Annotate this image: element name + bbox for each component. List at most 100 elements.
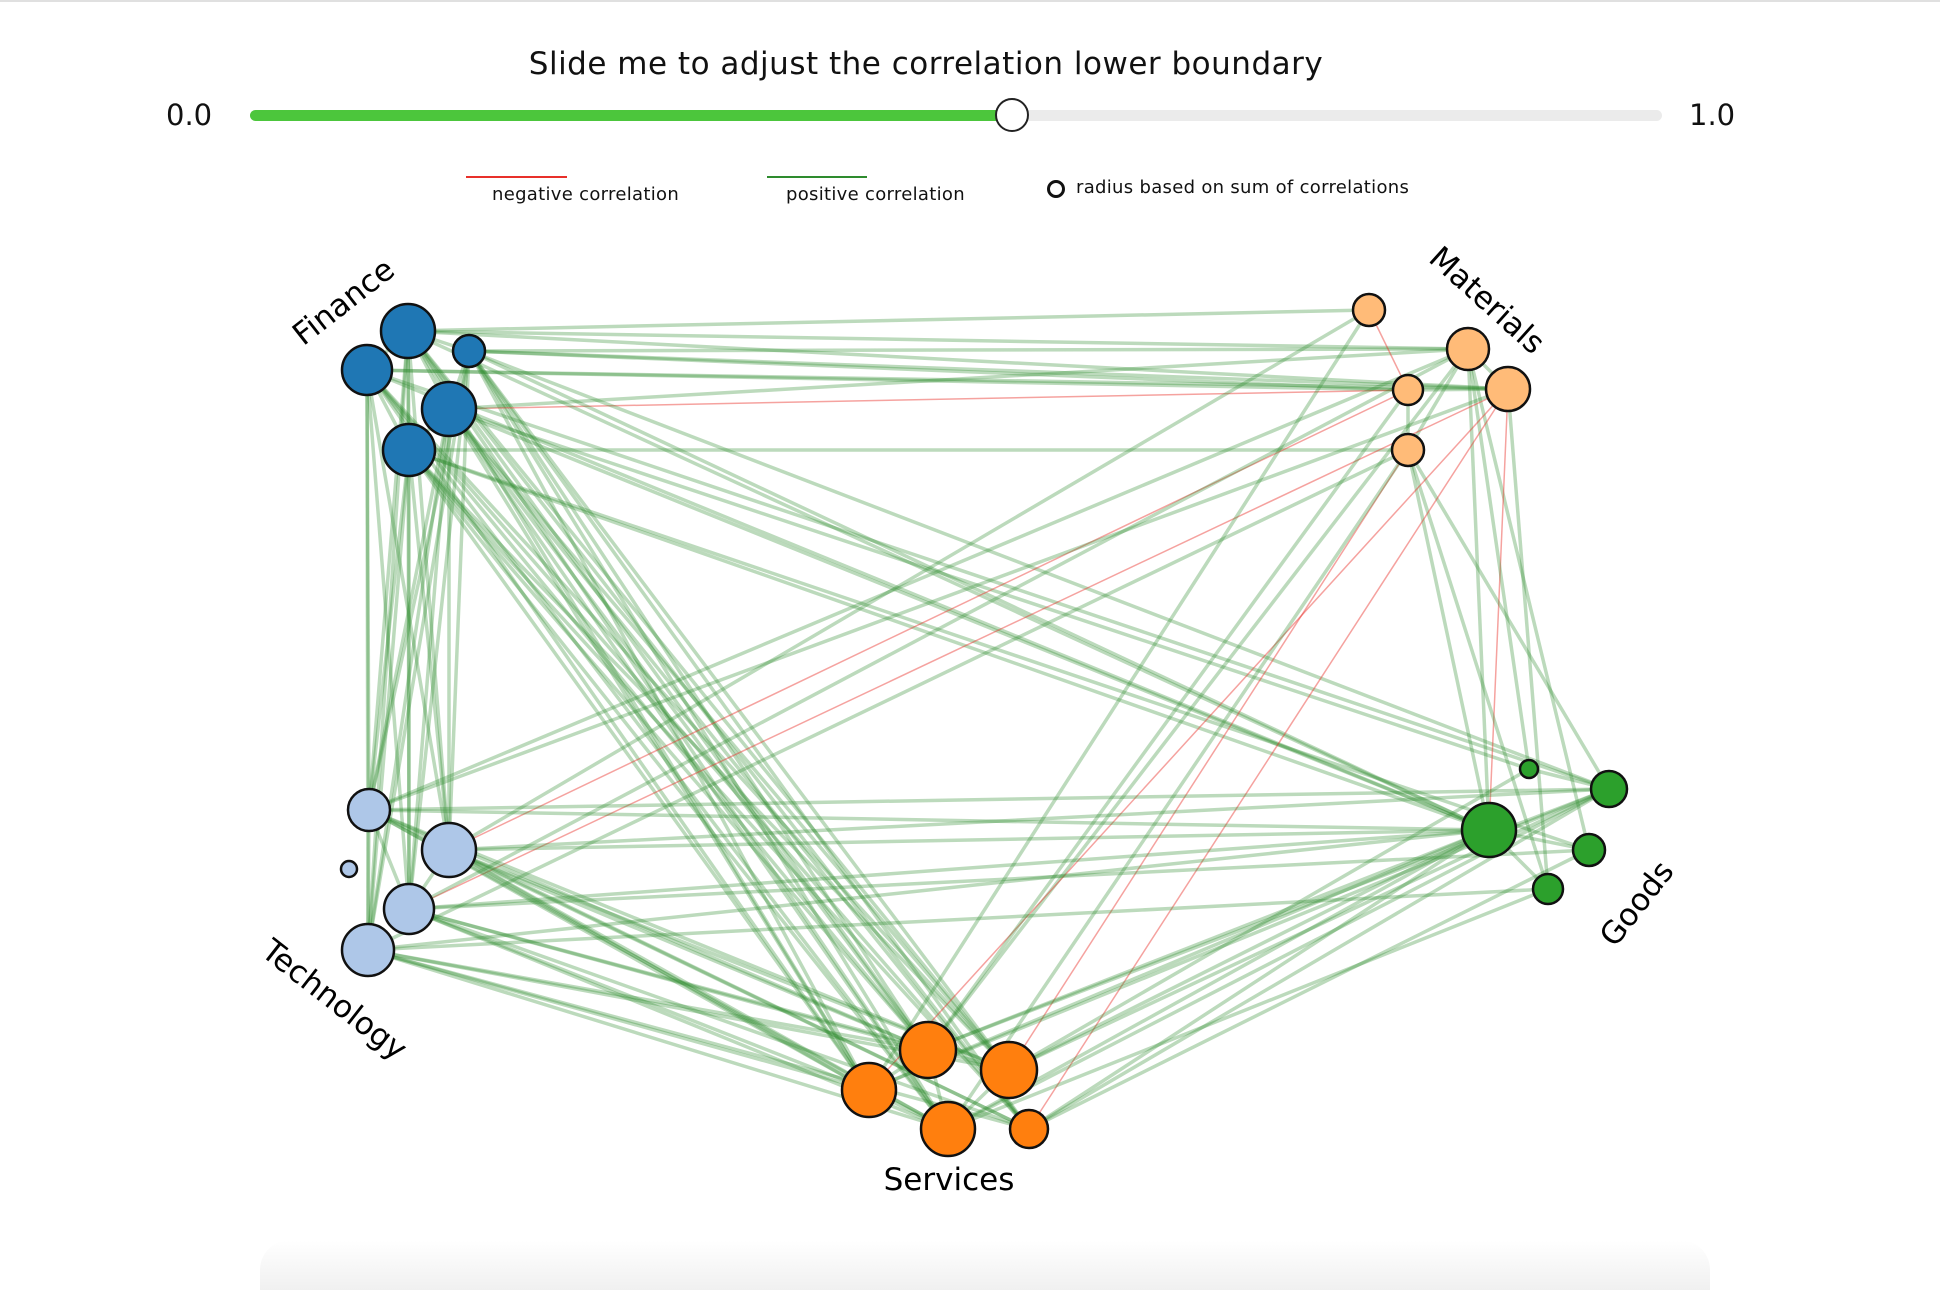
node-technology[interactable]: [382, 882, 436, 936]
node-goods[interactable]: [1460, 801, 1518, 859]
positive-edge: [365, 368, 871, 1092]
positive-edge: [368, 347, 1469, 812]
node-goods[interactable]: [1518, 758, 1540, 780]
legend-radius-circle-icon: [1047, 180, 1065, 198]
legend-negative-line: [466, 176, 567, 178]
positive-edge: [447, 407, 1011, 1072]
positive-edge: [406, 329, 1011, 1072]
node-finance[interactable]: [381, 422, 437, 478]
positive-edge: [366, 368, 1409, 392]
node-goods[interactable]: [1571, 832, 1607, 868]
positive-edge: [927, 828, 1490, 1052]
positive-edge: [406, 329, 1031, 1131]
positive-edge: [367, 948, 870, 1092]
node-materials[interactable]: [1391, 373, 1425, 407]
positive-edge: [1466, 348, 1491, 831]
slider-thumb[interactable]: [995, 98, 1029, 132]
edge-layer: [365, 308, 1611, 1131]
positive-edge: [1008, 767, 1530, 1072]
node-materials[interactable]: [1351, 292, 1387, 328]
negative-edge: [1008, 449, 1409, 1071]
slider-title: Slide me to adjust the correlation lower…: [528, 46, 1324, 82]
node-technology[interactable]: [420, 821, 478, 879]
node-technology[interactable]: [340, 922, 396, 978]
positive-edge: [868, 828, 1490, 1092]
positive-edge: [947, 828, 1490, 1131]
positive-edge: [1028, 787, 1610, 1131]
positive-edge: [467, 349, 1011, 1072]
positive-edge: [366, 368, 1509, 391]
positive-edge: [1506, 388, 1550, 890]
positive-edge: [867, 309, 1371, 1091]
node-finance[interactable]: [451, 333, 487, 369]
negative-edge: [448, 389, 1409, 410]
positive-edge: [1028, 848, 1590, 1131]
positive-edge: [367, 887, 1549, 952]
positive-edge: [408, 448, 1490, 832]
legend-positive-line: [767, 176, 867, 178]
positive-edge: [468, 349, 1409, 392]
positive-edge: [448, 848, 929, 1052]
positive-edge: [1406, 449, 1611, 790]
node-finance[interactable]: [379, 302, 437, 360]
positive-edge: [407, 329, 1509, 391]
positive-edge: [947, 887, 1549, 1131]
node-materials[interactable]: [1445, 326, 1491, 372]
positive-edge: [447, 407, 930, 1052]
positive-edge: [408, 848, 1590, 911]
node-services[interactable]: [979, 1040, 1039, 1100]
node-finance[interactable]: [420, 380, 478, 438]
node-technology[interactable]: [339, 859, 359, 879]
positive-edge: [365, 369, 370, 951]
positive-edge: [407, 329, 1469, 351]
node-services[interactable]: [919, 1100, 977, 1158]
group-label-services: Services: [884, 1162, 1015, 1198]
negative-edge: [1028, 388, 1509, 1130]
positive-edge: [365, 369, 411, 910]
slider-fill: [250, 110, 1012, 121]
node-services[interactable]: [840, 1061, 898, 1119]
positive-edge: [1406, 449, 1550, 890]
node-materials[interactable]: [1390, 432, 1426, 468]
node-materials[interactable]: [1484, 365, 1532, 413]
positive-edge: [407, 308, 1370, 333]
node-finance[interactable]: [340, 343, 394, 397]
positive-edge: [467, 349, 1031, 1131]
node-goods[interactable]: [1589, 769, 1629, 809]
positive-edge: [407, 350, 471, 910]
positive-edge: [408, 907, 929, 1052]
positive-edge: [368, 787, 1610, 812]
positive-edge: [448, 787, 1610, 852]
positive-edge: [407, 448, 930, 1052]
positive-edge: [448, 407, 1490, 832]
positive-edge: [448, 407, 1530, 771]
node-services[interactable]: [898, 1020, 958, 1080]
positive-edge: [926, 388, 1410, 1052]
positive-edge: [407, 448, 950, 1131]
node-goods[interactable]: [1531, 872, 1565, 906]
group-label-goods: Goods: [1593, 854, 1682, 953]
positive-edge: [407, 448, 871, 1092]
positive-edge: [408, 347, 1469, 911]
positive-edge: [366, 350, 471, 951]
positive-edge: [926, 347, 1470, 1052]
correlation-slider-track[interactable]: [250, 98, 1662, 132]
positive-edge: [467, 350, 871, 1091]
positive-edge: [448, 848, 1030, 1131]
positive-edge: [447, 408, 871, 1091]
positive-edge: [408, 448, 1590, 852]
node-technology[interactable]: [346, 787, 392, 833]
positive-edge: [408, 828, 1490, 911]
node-services[interactable]: [1008, 1108, 1050, 1150]
positive-edge: [365, 369, 451, 851]
legend-negative-label: negative correlation: [492, 184, 680, 205]
positive-edge: [448, 347, 1469, 411]
bottom-shadow: [260, 1240, 1710, 1290]
positive-edge: [365, 368, 930, 1052]
positive-edge: [448, 828, 1490, 852]
positive-edge: [367, 449, 411, 811]
positive-edge: [407, 408, 451, 910]
positive-edge: [467, 350, 930, 1051]
positive-edge: [407, 449, 451, 851]
